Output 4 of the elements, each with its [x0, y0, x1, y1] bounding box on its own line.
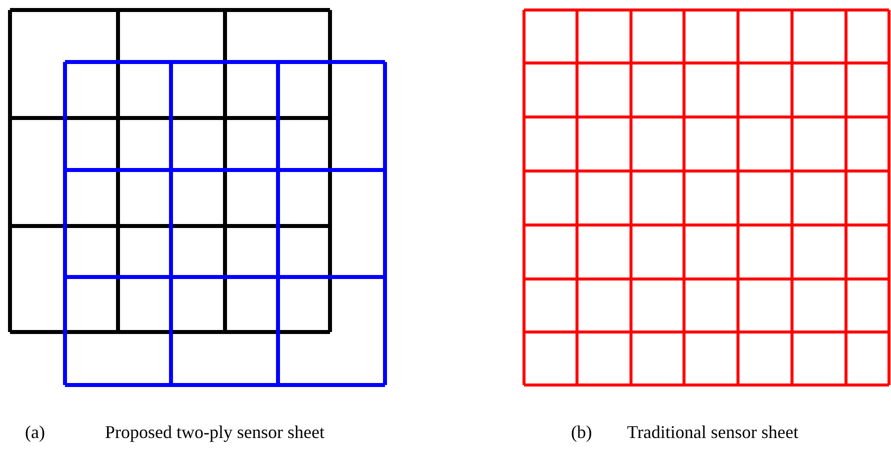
caption-text: Traditional sensor sheet	[627, 422, 798, 443]
caption-label: (a)	[25, 422, 45, 443]
caption-text: Proposed two-ply sensor sheet	[105, 422, 324, 443]
caption-label: (b)	[571, 422, 592, 443]
